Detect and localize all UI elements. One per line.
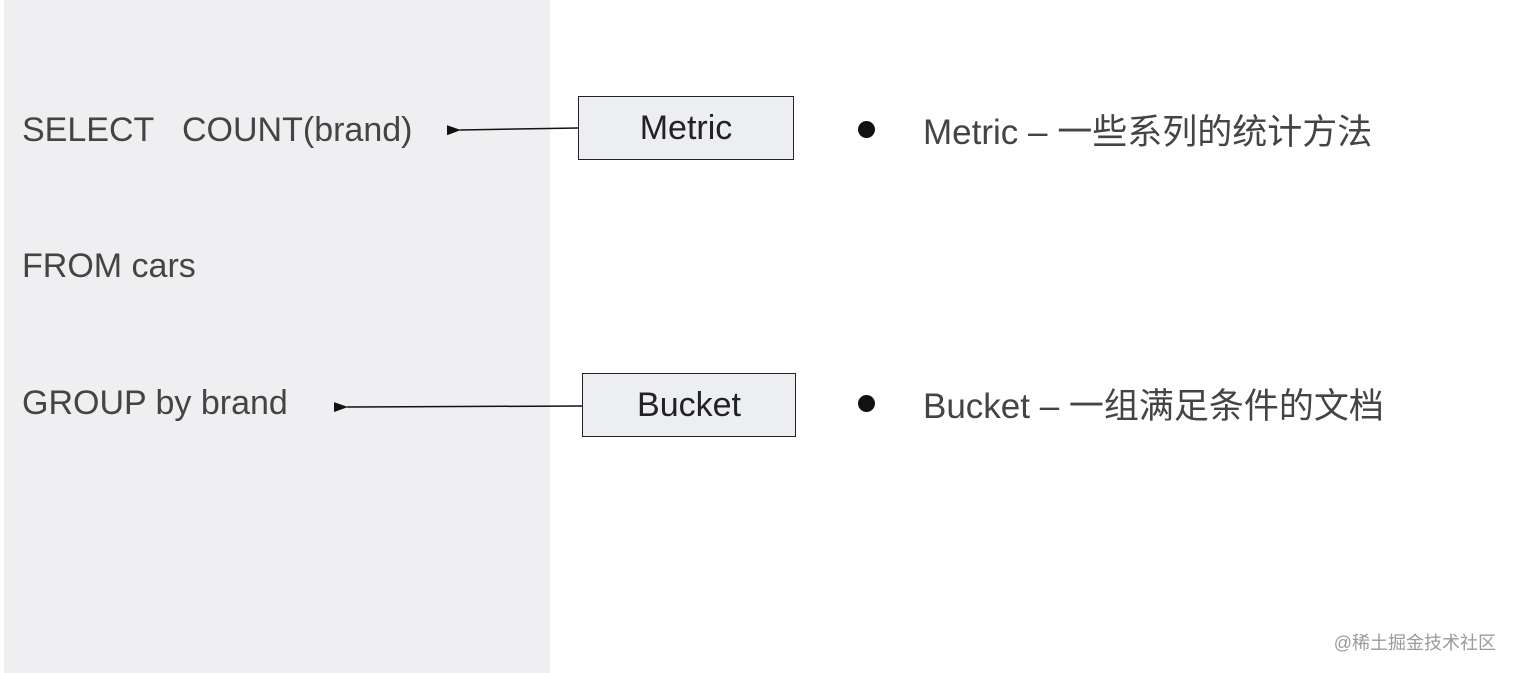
bucket-arrow [333, 402, 583, 413]
metric-arrow [446, 125, 579, 136]
bullet-metric: Metric – 一些系列的统计方法 [858, 107, 1372, 152]
bullet-metric-text: Metric – 一些系列的统计方法 [923, 112, 1373, 152]
bucket-box-label: Bucket [637, 385, 741, 424]
sql-from-line: FROM cars [22, 247, 196, 285]
bullet-bucket: Bucket – 一组满足条件的文档 [858, 381, 1384, 426]
metric-box-label: Metric [639, 108, 733, 147]
metric-box: Metric [578, 96, 794, 160]
sql-select-line: SELECT COUNT(brand) [22, 111, 413, 149]
sql-group-line: GROUP by brand [22, 384, 288, 422]
bucket-box: Bucket [582, 373, 796, 437]
bullet-dot-icon [858, 394, 875, 412]
bullet-bucket-text: Bucket – 一组满足条件的文档 [923, 386, 1384, 426]
bullet-dot-icon [858, 120, 875, 138]
watermark: @稀土掘金技术社区 [1333, 633, 1496, 653]
sql-panel [4, 0, 550, 673]
